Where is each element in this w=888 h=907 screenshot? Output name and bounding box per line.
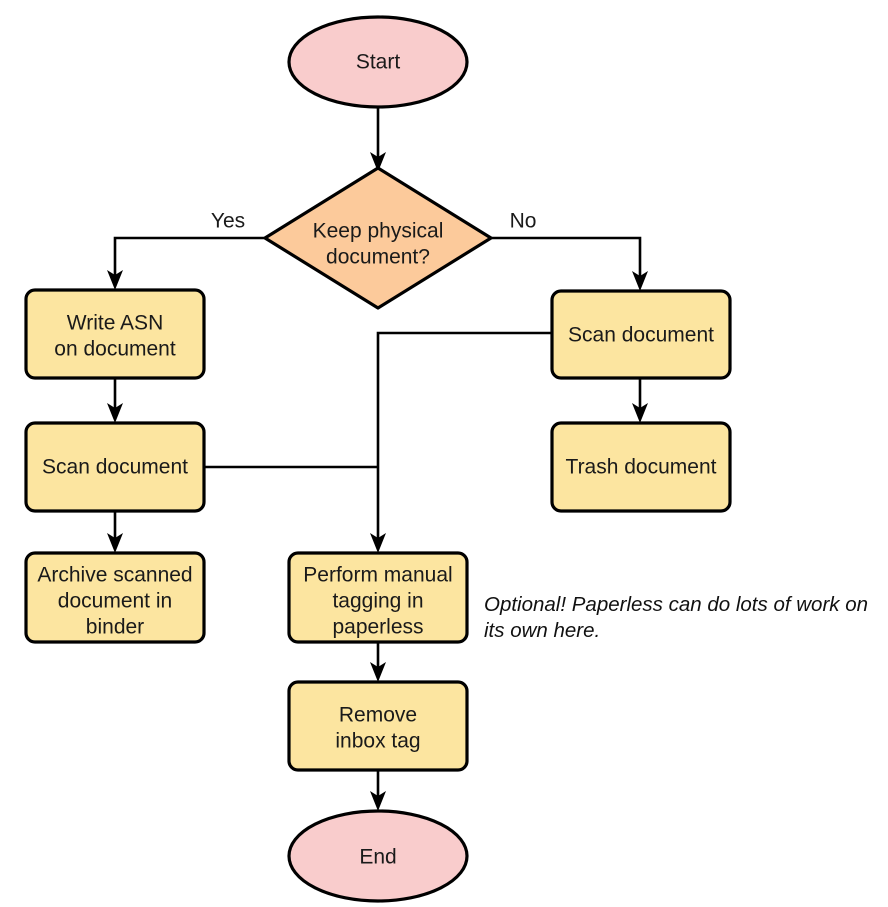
decision-label-line-1: Keep physical [313, 220, 444, 243]
write-asn-box[interactable] [24, 288, 206, 380]
start-label: Start [356, 51, 401, 74]
edge-scan-right-to-manual-tagging [370, 331, 552, 553]
node-write-asn-on-document[interactable]: Write ASN on document [24, 288, 206, 380]
scan-document-right-box[interactable] [550, 289, 732, 380]
edge-decision-no-to-scan-right: No [491, 210, 648, 291]
perform-manual-tagging-label-line-3: paperless [332, 616, 423, 639]
remove-inbox-tag-box[interactable] [287, 680, 469, 772]
node-trash-document[interactable]: Trash document [550, 421, 732, 513]
archive-scanned-label-line-2: document in [58, 590, 172, 613]
remove-inbox-tag-label-line-2: inbox tag [335, 730, 420, 753]
perform-manual-tagging-label-line-1: Perform manual [303, 564, 452, 587]
node-start[interactable]: Start [287, 15, 469, 109]
annotation-optional-note: Optional! Paperless can do lots of work … [484, 593, 868, 642]
decision-label-line-2: document? [326, 246, 430, 269]
node-decision-keep-physical-document[interactable]: Keep physical document? [263, 166, 493, 310]
archive-scanned-label-line-1: Archive scanned [37, 564, 192, 587]
edge-manual-tagging-to-remove-inbox [370, 642, 386, 682]
node-scan-document-left[interactable]: Scan document [24, 421, 206, 513]
node-scan-document-right[interactable]: Scan document [550, 289, 732, 380]
annotation-optional-note-line-2: its own here. [484, 619, 600, 642]
edge-scan-right-to-trash [632, 378, 648, 423]
edge-label-yes: Yes [211, 210, 245, 233]
end-label: End [359, 846, 396, 869]
annotation-optional-note-line-1: Optional! Paperless can do lots of work … [484, 593, 868, 616]
edge-label-no: No [510, 210, 537, 233]
node-perform-manual-tagging[interactable]: Perform manual tagging in paperless [287, 551, 469, 644]
trash-document-label: Trash document [566, 456, 717, 479]
node-archive-scanned-document[interactable]: Archive scanned document in binder [24, 551, 206, 644]
end-ellipse[interactable] [287, 809, 469, 903]
archive-scanned-label-line-3: binder [86, 616, 144, 639]
node-end[interactable]: End [287, 809, 469, 903]
trash-document-box[interactable] [550, 421, 732, 513]
start-ellipse[interactable] [287, 15, 469, 109]
scan-document-right-label: Scan document [568, 324, 714, 347]
node-remove-inbox-tag[interactable]: Remove inbox tag [287, 680, 469, 772]
scan-document-left-label: Scan document [42, 456, 188, 479]
remove-inbox-tag-label-line-1: Remove [339, 704, 417, 727]
edge-remove-inbox-to-end [370, 770, 386, 811]
perform-manual-tagging-box[interactable] [287, 551, 469, 644]
write-asn-label-line-1: Write ASN [67, 312, 163, 335]
edge-scan-left-to-archive [107, 511, 123, 553]
edge-decision-yes-to-write-asn: Yes [107, 210, 265, 290]
decision-diamond[interactable] [263, 166, 493, 310]
edge-write-asn-to-scan-left [107, 378, 123, 423]
edge-start-to-decision [370, 107, 386, 172]
perform-manual-tagging-label-line-2: tagging in [332, 590, 423, 613]
scan-document-left-box[interactable] [24, 421, 206, 513]
write-asn-label-line-2: on document [54, 338, 176, 361]
archive-scanned-box[interactable] [24, 551, 206, 644]
